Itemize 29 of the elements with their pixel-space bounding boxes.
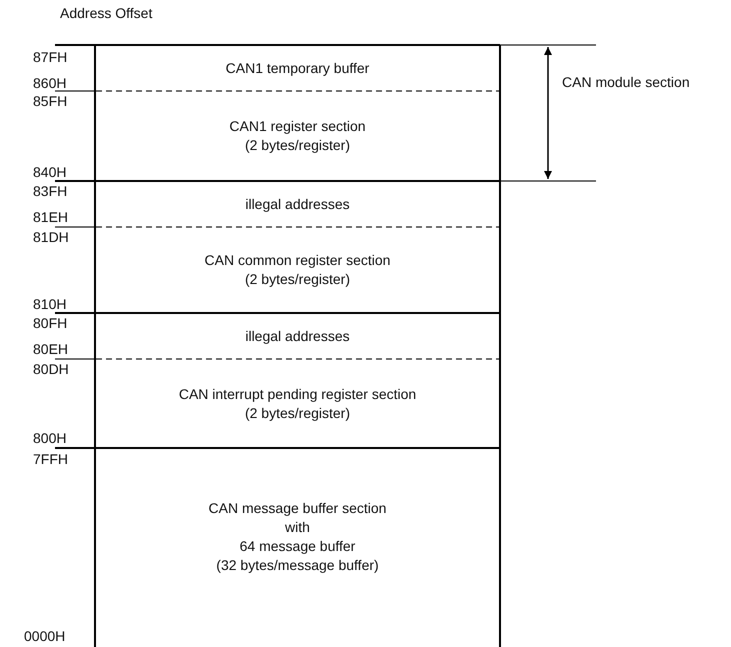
region-label: with xyxy=(285,518,310,537)
region-label: CAN interrupt pending register section xyxy=(178,384,416,404)
region-label: 64 message buffer xyxy=(240,537,356,556)
region-label: (32 bytes/message buffer) xyxy=(216,556,379,575)
address-label: 80FH xyxy=(33,315,68,331)
region-label: CAN common register section xyxy=(204,251,390,270)
dimension-label: CAN module section xyxy=(562,74,690,90)
region-label: CAN message buffer section xyxy=(208,499,386,518)
region-label: illegal addresses xyxy=(245,326,350,346)
address-label: 7FFH xyxy=(33,451,68,467)
address-label: 0000H xyxy=(24,628,66,644)
address-label: 85FH xyxy=(33,93,68,109)
region-label: (2 bytes/register) xyxy=(244,404,350,422)
address-label: 80DH xyxy=(33,361,69,377)
region-label: (2 bytes/register) xyxy=(244,270,350,289)
address-label: 800H xyxy=(33,430,66,446)
address-label: 840H xyxy=(33,164,66,180)
address-label: 860H xyxy=(33,75,66,91)
address-label: 81EH xyxy=(33,209,68,225)
address-label: 81DH xyxy=(33,229,69,245)
region-label: CAN1 register section xyxy=(229,117,366,136)
address-label: 87FH xyxy=(33,49,68,65)
region-label: illegal addresses xyxy=(245,194,350,214)
address-label: 83FH xyxy=(33,183,68,199)
address-label: 810H xyxy=(33,296,66,312)
region-label: (2 bytes/register) xyxy=(244,136,350,155)
region-label: CAN1 temporary buffer xyxy=(226,58,370,78)
address-label: 80EH xyxy=(33,341,68,357)
axis-title: Address Offset xyxy=(60,5,152,21)
